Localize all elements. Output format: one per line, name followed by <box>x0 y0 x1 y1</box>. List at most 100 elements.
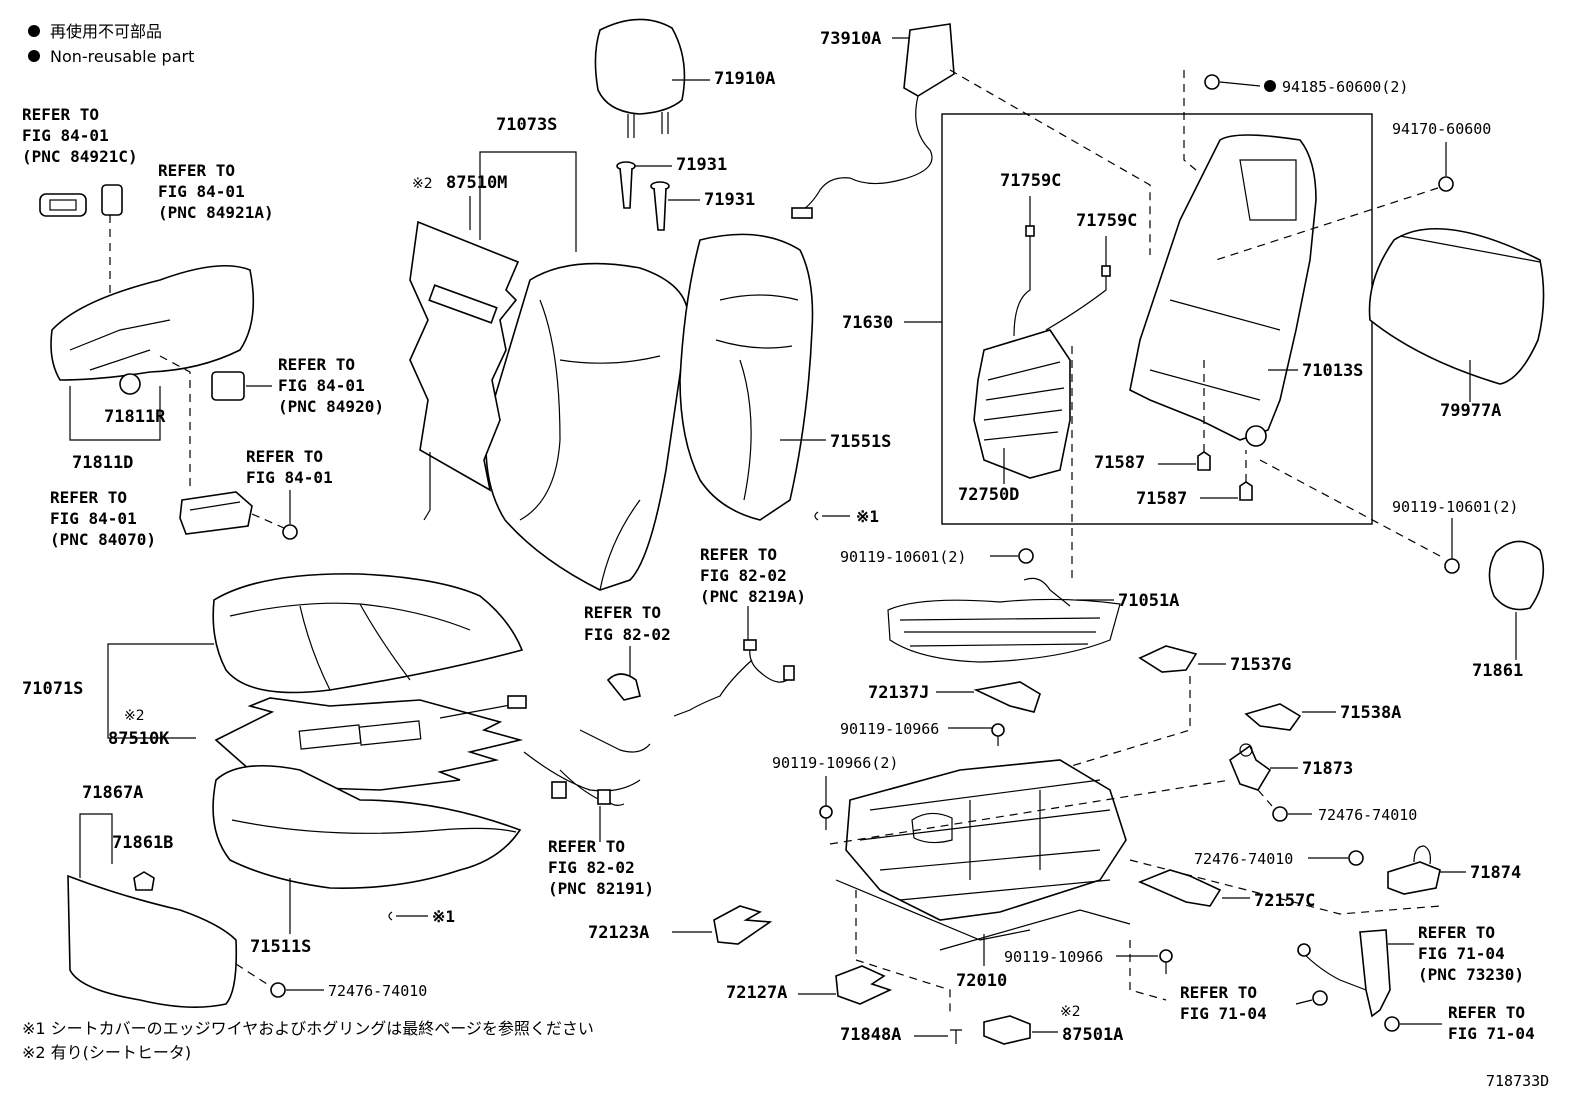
non-reusable-bullet-icon <box>28 50 40 62</box>
refer-r10-line1: REFER TO <box>1180 983 1257 1002</box>
seatback-pad-71551S <box>679 233 826 521</box>
label-71630: 71630 <box>842 313 893 333</box>
refer-r1-line1: REFER TO <box>22 105 99 124</box>
label-87501A-mark: ※2 <box>1060 1004 1081 1020</box>
refer-r7-line2: FIG 82-02 <box>584 625 671 644</box>
label-87510K-mark: ※2 <box>124 708 145 724</box>
nut-94185 <box>1183 70 1276 171</box>
label-72476-74010-a: 72476-74010 <box>1318 806 1417 824</box>
side-airbag-73910A <box>791 23 1151 255</box>
wire-harness-8219A <box>673 606 795 717</box>
label-72750D: 72750D <box>958 485 1019 505</box>
refer-r7-line1: REFER TO <box>584 603 661 622</box>
bolt-90119-10966-2 <box>819 776 833 830</box>
label-72123A: 72123A <box>588 923 649 943</box>
non-reusable-bullet-icon <box>1264 80 1276 92</box>
refer-r9-line2: FIG 71-04 <box>1418 944 1505 963</box>
label-79977A: 79977A <box>1440 401 1501 421</box>
refer-r6-line2: FIG 82-02 <box>700 566 787 585</box>
label-71811D: 71811D <box>72 453 133 473</box>
bolt-90119-10966-a <box>948 723 1005 746</box>
label-72010: 72010 <box>956 971 1007 991</box>
label-94185: 94185-60600(2) <box>1282 78 1408 96</box>
label-71511S: 71511S <box>250 937 311 957</box>
bolt-72476-74010-b <box>1308 850 1364 866</box>
hog-ring-icon <box>388 911 393 921</box>
refer-r8-line1: REFER TO <box>548 837 625 856</box>
bolt-90119-10601-right <box>1259 459 1460 574</box>
mark-1-b: ※1 <box>432 907 455 926</box>
switch-assy-84070 <box>179 490 298 540</box>
headrest-71910A <box>594 18 710 138</box>
back-board-79977A <box>1368 227 1545 402</box>
refer-r2-line3: (PNC 84921A) <box>158 203 274 222</box>
bolt-90119-10601-left <box>990 346 1073 580</box>
cushion-cover-71071S <box>107 573 524 739</box>
label-71931-b: 71931 <box>704 190 755 210</box>
refer-r8-line3: (PNC 82191) <box>548 879 654 898</box>
refer-r4-line2: FIG 84-01 <box>246 468 333 487</box>
seat-front-cover-71867A <box>67 813 324 1008</box>
seatback-cover-71073S <box>479 151 689 591</box>
refer-r6: REFER TO FIG 82-02 (PNC 8219A) <box>700 545 806 606</box>
label-71861B: 71861B <box>112 833 173 853</box>
refer-r2-line1: REFER TO <box>158 161 235 180</box>
refer-r6-line1: REFER TO <box>700 545 777 564</box>
bracket-71873 <box>1229 743 1298 791</box>
cover-72123A <box>672 905 773 945</box>
refer-r3-line3: (PNC 84920) <box>278 397 384 416</box>
label-71587-a: 71587 <box>1094 453 1145 473</box>
label-71551S: 71551S <box>830 432 891 452</box>
refer-r7: REFER TO FIG 82-02 <box>584 603 671 644</box>
label-94170: 94170-60600 <box>1392 120 1491 138</box>
refer-r11-line2: FIG 71-04 <box>1448 1024 1535 1043</box>
refer-r8: REFER TO FIG 82-02 (PNC 82191) <box>548 837 654 898</box>
label-71051A: 71051A <box>1118 591 1179 611</box>
label-71861: 71861 <box>1472 661 1523 681</box>
label-71811R: 71811R <box>104 407 166 427</box>
refer-r8-line2: FIG 82-02 <box>548 858 635 877</box>
label-72127A: 72127A <box>726 983 787 1003</box>
label-71071S: 71071S <box>22 679 83 699</box>
label-90119-10601-2-a: 90119-10601(2) <box>840 548 966 566</box>
seat-side-shield-71811D <box>50 265 255 441</box>
refer-r5: REFER TO FIG 84-01 (PNC 84070) <box>50 488 156 549</box>
refer-r2-line2: FIG 84-01 <box>158 182 245 201</box>
label-87510M: 87510M <box>446 173 507 193</box>
refer-r9-line3: (PNC 73230) <box>1418 965 1524 984</box>
nut-94170 <box>1215 142 1454 261</box>
label-71910A: 71910A <box>714 69 775 89</box>
switch-knob-84921C <box>39 193 87 217</box>
connector-82-02 <box>606 646 641 701</box>
label-71873: 71873 <box>1302 759 1353 779</box>
hog-ring-icon <box>814 511 819 521</box>
legend-en: Non-reusable part <box>50 47 194 66</box>
footnote-2: ※2 有り(シートヒータ) <box>22 1043 191 1062</box>
refer-r4: REFER TO FIG 84-01 <box>246 447 333 487</box>
label-72157C: 72157C <box>1254 891 1315 911</box>
refer-r5-line2: FIG 84-01 <box>50 509 137 528</box>
label-71013S: 71013S <box>1302 361 1363 381</box>
refer-r3-line1: REFER TO <box>278 355 355 374</box>
refer-r9-line1: REFER TO <box>1418 923 1495 942</box>
headrest-guide-71931 <box>616 161 700 231</box>
refer-r10-line2: FIG 71-04 <box>1180 1004 1267 1023</box>
cushion-spring-71051A <box>887 577 1121 663</box>
screw-71848A <box>914 1029 962 1044</box>
cover-72157C <box>1137 869 1250 907</box>
refer-r1: REFER TO FIG 84-01 (PNC 84921C) <box>22 105 138 166</box>
label-71874: 71874 <box>1470 863 1521 883</box>
refer-r1-line3: (PNC 84921C) <box>22 147 138 166</box>
seat-belt-buckle-73230 <box>1295 929 1442 1032</box>
bracket-71874 <box>1129 845 1466 915</box>
label-90119-10966-b: 90119-10966 <box>1004 948 1103 966</box>
label-90119-10966-a: 90119-10966 <box>840 720 939 738</box>
legend: 再使用不可部品 Non-reusable part <box>28 22 194 66</box>
refer-r10: REFER TO FIG 71-04 <box>1180 983 1267 1023</box>
label-71867A: 71867A <box>82 783 143 803</box>
seat-track-72010 <box>829 759 1231 1016</box>
refer-r1-line2: FIG 84-01 <box>22 126 109 145</box>
label-87510M-mark: ※2 <box>412 176 433 192</box>
label-72476-74010-b: 72476-74010 <box>1194 850 1293 868</box>
label-72137J: 72137J <box>868 683 929 703</box>
